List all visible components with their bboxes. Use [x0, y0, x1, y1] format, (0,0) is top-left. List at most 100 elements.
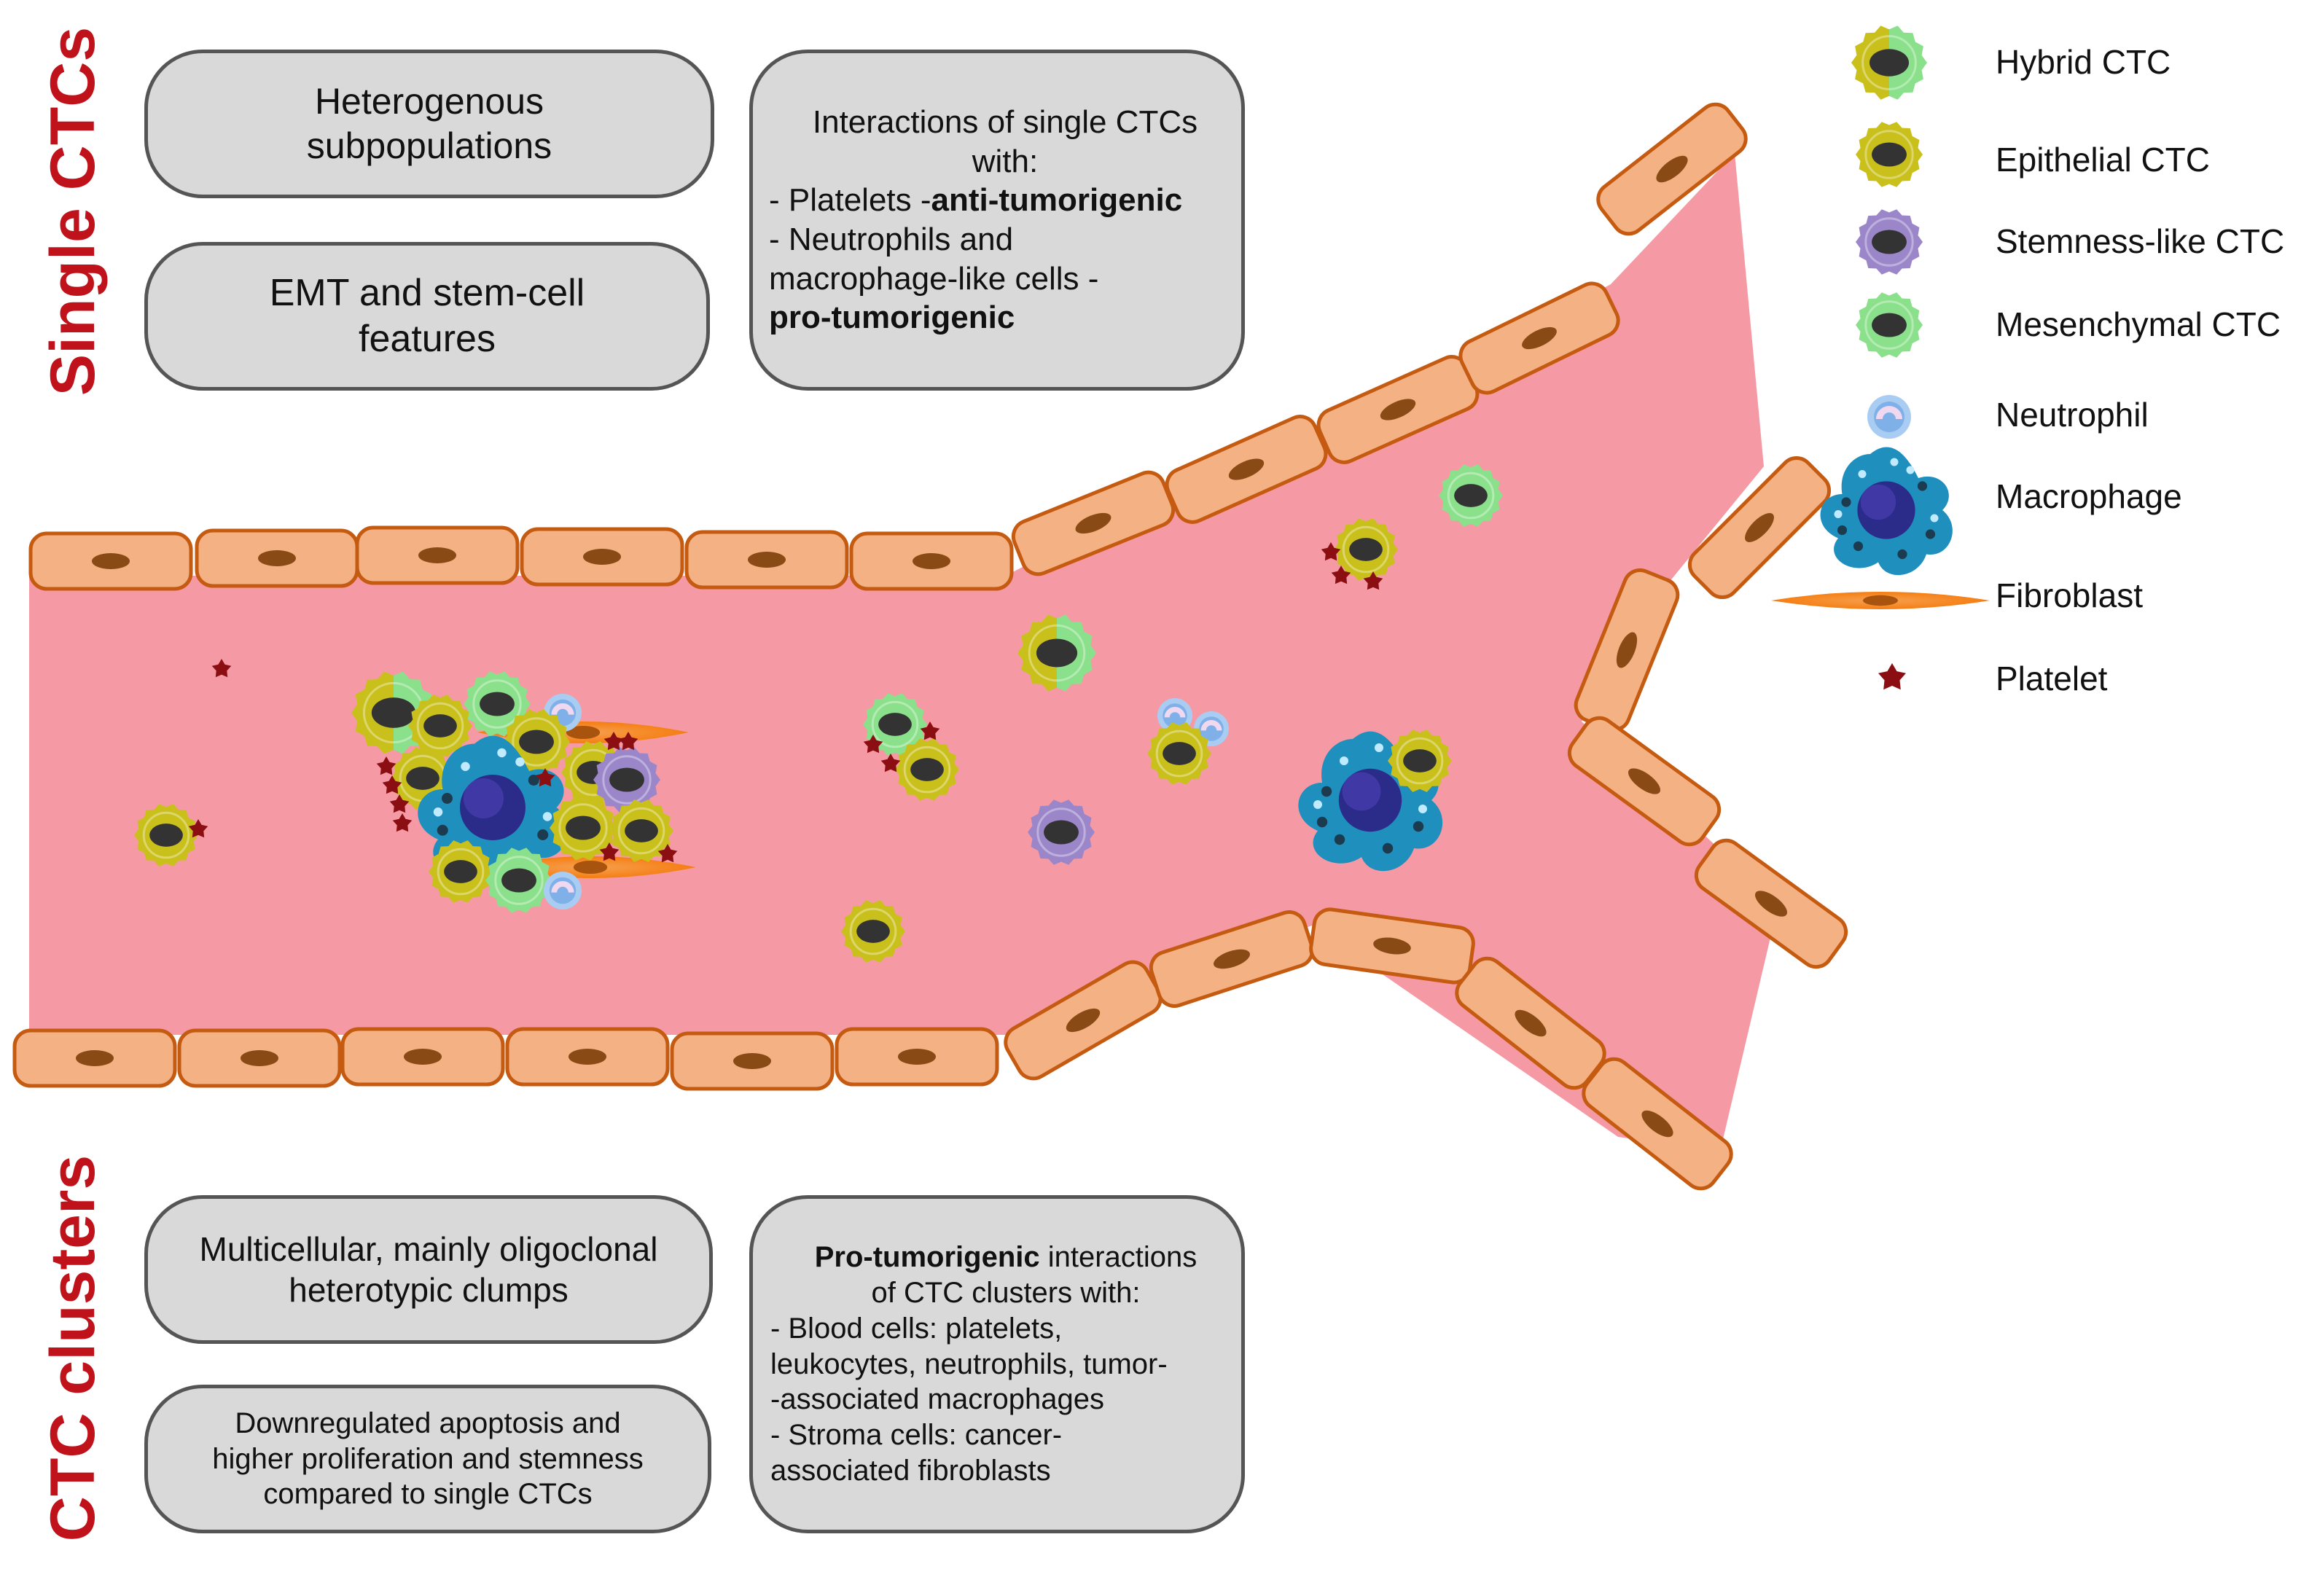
neutrophil — [544, 872, 582, 910]
fibroblast-icon — [1771, 592, 1990, 609]
single-int-line-5: macrophage-like cells - — [769, 260, 1099, 297]
endothelial-cell — [1567, 716, 1722, 847]
endothelial-cell — [684, 530, 849, 590]
platelet — [880, 754, 901, 772]
cluster-int-line-4: leukocytes, neutrophils, tumor- — [770, 1347, 1168, 1380]
heterogenous-line-1: Heterogenous — [314, 81, 544, 122]
endothelial-cell — [1458, 281, 1620, 395]
apoptosis-line-3: compared to single CTCs — [263, 1478, 593, 1511]
single-int-line-1: Interactions of single CTCs — [812, 103, 1198, 140]
cluster-int-line-7: associated fibroblasts — [770, 1454, 1051, 1487]
apoptosis-line-2: higher proliferation and stemness — [212, 1442, 644, 1475]
single-int-line-2: with: — [972, 143, 1039, 179]
platelet — [389, 794, 410, 813]
endothelial-cell — [177, 1028, 342, 1088]
epithelial-ctc — [550, 795, 617, 861]
cluster-int-line-1: Pro-tumorigenic interactions — [770, 1240, 1241, 1275]
mesenchymal-ctc — [485, 848, 552, 913]
epithelial-ctc — [895, 738, 959, 801]
legend — [1771, 26, 1990, 690]
platelet — [376, 756, 396, 775]
mesenchymal-ctc-icon — [1856, 292, 1923, 358]
hybrid-ctc-icon — [1851, 26, 1927, 100]
endothelial-cell — [195, 528, 359, 588]
platelet — [599, 842, 620, 861]
endothelial-cell — [1596, 102, 1748, 236]
stemness-ctc-icon — [1856, 209, 1923, 275]
cluster-int-line-5: -associated macrophages — [770, 1383, 1105, 1416]
hybrid-ctc — [1017, 614, 1096, 692]
endothelial-cell — [1149, 910, 1315, 1008]
legend-label-stemness: Stemness-like CTC — [1996, 222, 2285, 260]
legend-label-mesenchymal: Mesenchymal CTC — [1996, 305, 2281, 343]
single-int-line-3-prefix: - Platelets - — [769, 182, 931, 219]
single-int-line-3: - Platelets -anti-tumorigenic — [769, 181, 1241, 220]
endothelial-cell — [1309, 907, 1475, 985]
epithelial-ctc-icon — [1856, 122, 1923, 187]
endothelial-wall — [12, 102, 1848, 1191]
legend-label-fibroblast: Fibroblast — [1996, 576, 2143, 614]
apoptosis-line-1: Downregulated apoptosis and — [235, 1407, 621, 1439]
platelet — [1331, 566, 1351, 584]
platelet — [618, 732, 638, 751]
epithelial-ctc — [609, 799, 673, 862]
legend-label-neutrophil: Neutrophil — [1996, 396, 2149, 434]
endothelial-cell — [1011, 470, 1176, 576]
heterogenous-box: Heterogenous subpopulations — [144, 50, 714, 198]
legend-label-macrophage: Macrophage — [1996, 477, 2182, 515]
ctc-clusters-title: CTC clusters — [38, 1154, 108, 1542]
endothelial-cell — [1687, 455, 1832, 600]
endothelial-cell — [670, 1031, 835, 1091]
stemness-ctc — [593, 747, 660, 813]
epithelial-ctc — [429, 840, 493, 903]
endothelial-cell — [1694, 838, 1848, 969]
endothelial-cell — [505, 1027, 670, 1087]
macrophage-icon — [1820, 447, 1953, 576]
anti-tumorigenic-label: anti-tumorigenic — [931, 182, 1183, 219]
endothelial-cell — [12, 1028, 177, 1088]
pro-tumorigenic-bold: Pro-tumorigenic — [814, 1241, 1040, 1274]
mesenchymal-ctc — [863, 693, 927, 756]
single-ctcs-title: Single CTCs — [38, 26, 108, 396]
platelet — [657, 844, 678, 863]
cluster-int-line-3: - Blood cells: platelets, — [770, 1312, 1063, 1345]
single-int-line-6: pro-tumorigenic — [769, 298, 1241, 337]
cluster-int-line-1-rest: interactions — [1039, 1241, 1198, 1274]
cluster-interactions-box: Pro-tumorigenic interactions of CTC clus… — [749, 1195, 1245, 1533]
platelet — [392, 813, 413, 832]
epithelial-ctc — [408, 695, 472, 757]
ctc-cluster — [351, 671, 696, 913]
endothelial-cell — [1582, 1057, 1733, 1191]
platelet — [535, 768, 555, 787]
platelet — [1321, 542, 1341, 561]
circulating-cells — [134, 26, 1990, 963]
endothelial-cell — [1165, 415, 1328, 524]
epithelial-ctc — [1334, 518, 1398, 581]
cluster-int-line-6: - Stroma cells: cancer- — [770, 1419, 1063, 1452]
mesenchymal-ctc — [1439, 464, 1503, 527]
endothelial-cell — [520, 527, 684, 587]
epithelial-ctc — [1147, 722, 1211, 785]
pro-tumorigenic-label: pro-tumorigenic — [769, 300, 1015, 336]
legend-label-platelet: Platelet — [1996, 660, 2108, 697]
heterogenous-line-2: subpopulations — [306, 125, 552, 166]
epithelial-ctc — [841, 900, 905, 963]
blood-vessel-illustration — [12, 26, 1990, 1191]
multicellular-line-1: Multicellular, mainly oligoclonal — [199, 1229, 658, 1268]
neutrophil — [1194, 711, 1229, 746]
stemness-ctc — [1028, 799, 1095, 865]
emt-line-1: EMT and stem-cell — [269, 271, 585, 314]
platelet — [382, 775, 402, 794]
endothelial-cell — [849, 531, 1014, 591]
single-int-line-4: - Neutrophils and — [769, 222, 1014, 257]
neutrophil — [544, 694, 582, 732]
multicellular-line-2: heterotypic clumps — [289, 1271, 569, 1309]
neutrophil-icon — [1867, 395, 1911, 439]
epithelial-ctc — [1388, 729, 1452, 792]
endothelial-cell — [28, 531, 193, 591]
legend-label-hybrid: Hybrid CTC — [1996, 43, 2171, 81]
cluster-int-line-2: of CTC clusters with: — [871, 1277, 1141, 1309]
platelet — [603, 732, 624, 751]
platelet — [920, 721, 940, 740]
platelet-icon — [1878, 663, 1906, 690]
